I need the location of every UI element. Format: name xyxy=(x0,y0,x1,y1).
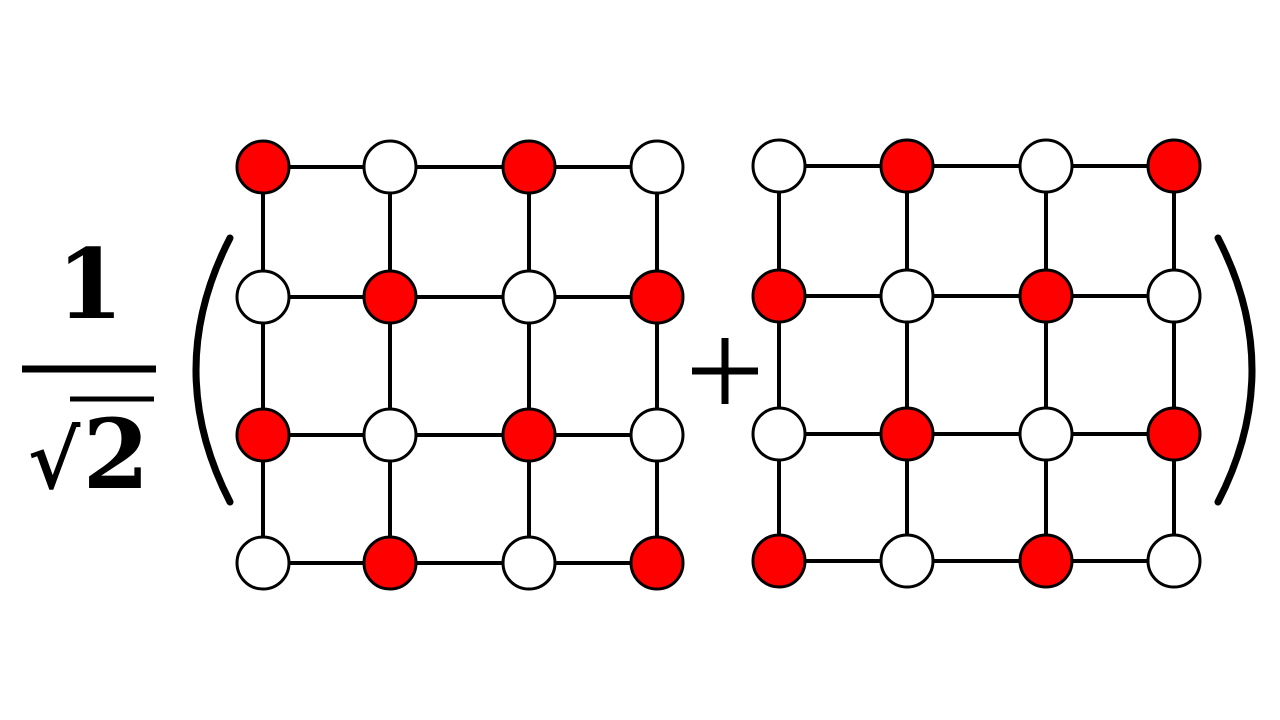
node-empty xyxy=(751,138,807,194)
node-filled xyxy=(235,139,291,195)
radicand: 2 xyxy=(83,398,150,511)
numerator: 1 xyxy=(57,228,124,341)
node-empty xyxy=(362,139,418,195)
node-empty xyxy=(879,533,935,589)
node-empty xyxy=(501,535,557,591)
node-filled xyxy=(1018,268,1074,324)
node-filled xyxy=(235,407,291,463)
prefactor: 1 √ 2 xyxy=(22,228,156,511)
left-parenthesis xyxy=(192,234,234,506)
node-filled xyxy=(1146,406,1202,462)
plus-operator xyxy=(692,338,758,404)
node-filled xyxy=(501,407,557,463)
node-filled xyxy=(879,406,935,462)
lattice-layer xyxy=(235,138,1202,591)
node-empty xyxy=(879,268,935,324)
node-empty xyxy=(751,406,807,462)
node-empty xyxy=(235,269,291,325)
node-filled xyxy=(879,138,935,194)
lattice-left xyxy=(235,139,685,591)
node-filled xyxy=(751,268,807,324)
node-empty xyxy=(629,407,685,463)
node-empty xyxy=(362,407,418,463)
node-filled xyxy=(629,535,685,591)
node-filled xyxy=(1146,138,1202,194)
node-filled xyxy=(1018,533,1074,589)
node-filled xyxy=(751,533,807,589)
node-filled xyxy=(629,269,685,325)
node-filled xyxy=(362,535,418,591)
node-filled xyxy=(362,269,418,325)
node-empty xyxy=(235,535,291,591)
node-empty xyxy=(1146,533,1202,589)
lattice-right xyxy=(751,138,1202,589)
node-filled xyxy=(501,139,557,195)
node-empty xyxy=(1018,406,1074,462)
right-parenthesis xyxy=(1214,234,1256,506)
node-empty xyxy=(1018,138,1074,194)
node-empty xyxy=(629,139,685,195)
radical-sign: √ xyxy=(28,413,81,507)
node-empty xyxy=(501,269,557,325)
node-empty xyxy=(1146,268,1202,324)
